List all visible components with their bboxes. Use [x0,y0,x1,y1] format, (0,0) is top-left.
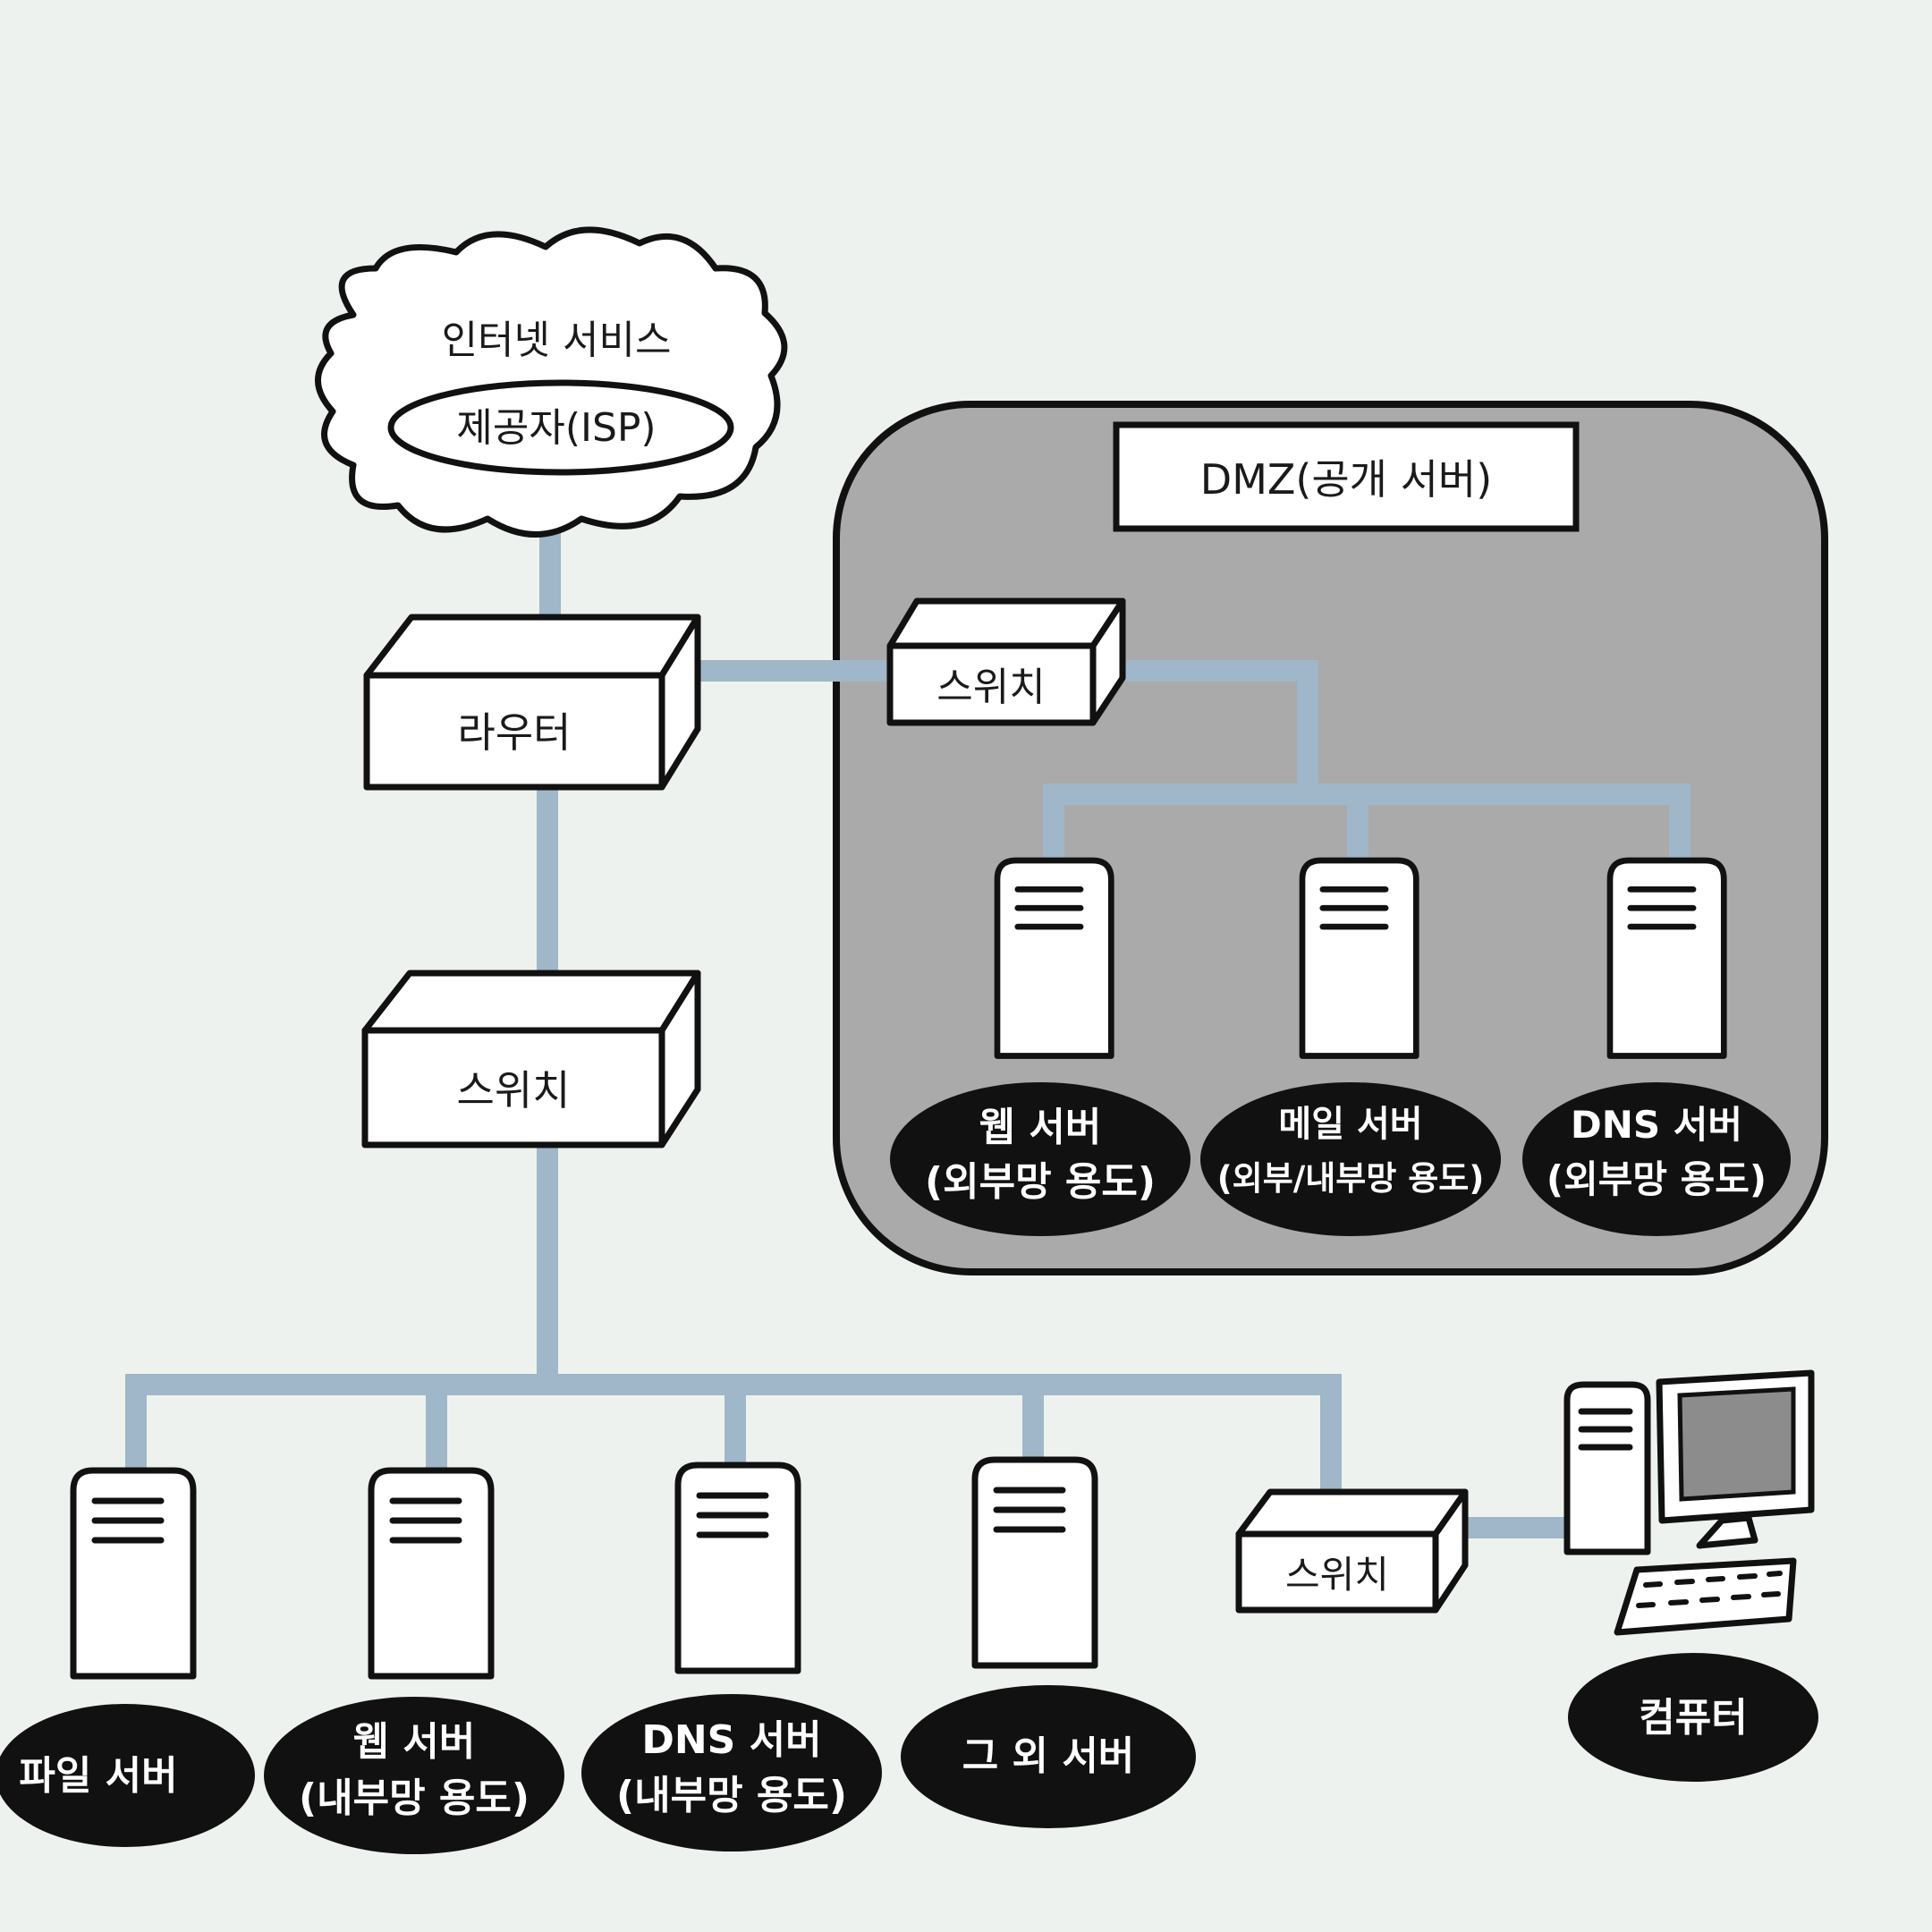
access-switch-label: 스위치 [1285,1553,1389,1597]
server-icon [678,1465,798,1671]
dmz-title-box [1113,421,1580,532]
dmz-switch-label: 스위치 [936,665,1045,710]
internal-server-web-line1: 웹 서버 [353,1719,476,1765]
computer-label-badge [1568,1653,1818,1782]
server-icon [1610,860,1724,1056]
isp-ellipse [387,379,734,476]
server-icon [371,1470,491,1676]
computer: 컴퓨터 [1563,1369,1818,1782]
computer-label: 컴퓨터 [1639,1695,1747,1741]
switch-icon [1235,1530,1439,1614]
isp-cloud: 인터넷 서비스 제공자(ISP) [315,226,788,538]
dmz-server-web: 웹 서버 (외부망 용도) [890,860,1191,1236]
internal-server-dns: DNS 서버 (내부망 용도) [581,1465,882,1852]
access-switch: 스위치 [1235,1488,1469,1614]
internal-server-file: 파일 서버 [0,1470,255,1847]
server-icon [975,1460,1095,1665]
dmz-server-web-line1: 웹 서버 [979,1105,1102,1150]
dmz-server-dns-line2: (외부망 용도) [1546,1157,1767,1201]
internal-server-web-line2: (내부망 용도) [299,1775,530,1821]
dmz-title: DMZ(공개 서버) [1200,455,1492,504]
dmz-server-web-line2: (외부망 용도) [925,1159,1156,1205]
dmz-switch: 스위치 [886,597,1126,726]
server-label-badge [0,1704,255,1847]
link-dmz-switch-bus [1114,660,1318,794]
internal-server-other: 그 외 서버 [901,1460,1196,1828]
dmz-server-mail: 메일 서버 (외부/내부망 용도) [1200,860,1501,1236]
internal-server-dns-line2: (내부망 용도) [616,1773,847,1818]
dmz-server-dns: DNS 서버 (외부망 용도) [1522,860,1791,1236]
isp-label-line1: 인터넷 서비스 [442,318,672,363]
switch-icon [361,1027,665,1148]
core-switch-label: 스위치 [457,1066,571,1114]
internal-server-other-line1: 그 외 서버 [962,1733,1135,1779]
router-label: 라우터 [458,708,572,757]
server-icon [997,860,1111,1056]
server-label-badge [264,1697,564,1854]
server-label-badge [1522,1082,1791,1236]
router-icon [363,672,665,791]
monitor-screen [1677,1386,1796,1502]
dmz-server-mail-line2: (외부/내부망 용도) [1217,1159,1485,1198]
internal-server-file-line1: 파일 서버 [19,1753,177,1799]
core-switch: 스위치 [361,970,701,1148]
internal-server-web: 웹 서버 (내부망 용도) [264,1470,564,1854]
server-label-badge [901,1685,1196,1828]
switch-icon [886,642,1097,726]
monitor-stand [1696,1514,1758,1549]
server-label-badge [581,1694,882,1852]
internal-server-dns-line1: DNS 서버 [641,1717,821,1763]
server-label-badge [890,1082,1191,1236]
dmz-server-dns-line1: DNS 서버 [1571,1103,1742,1147]
server-label-badge [1200,1082,1501,1236]
isp-label-line2: 제공자(ISP) [456,405,656,451]
network-links [125,483,1690,1538]
dmz-server-mail-line1: 메일 서버 [1278,1104,1422,1145]
server-icon [73,1470,193,1676]
router: 라우터 [363,614,701,791]
server-icon [1302,860,1416,1056]
